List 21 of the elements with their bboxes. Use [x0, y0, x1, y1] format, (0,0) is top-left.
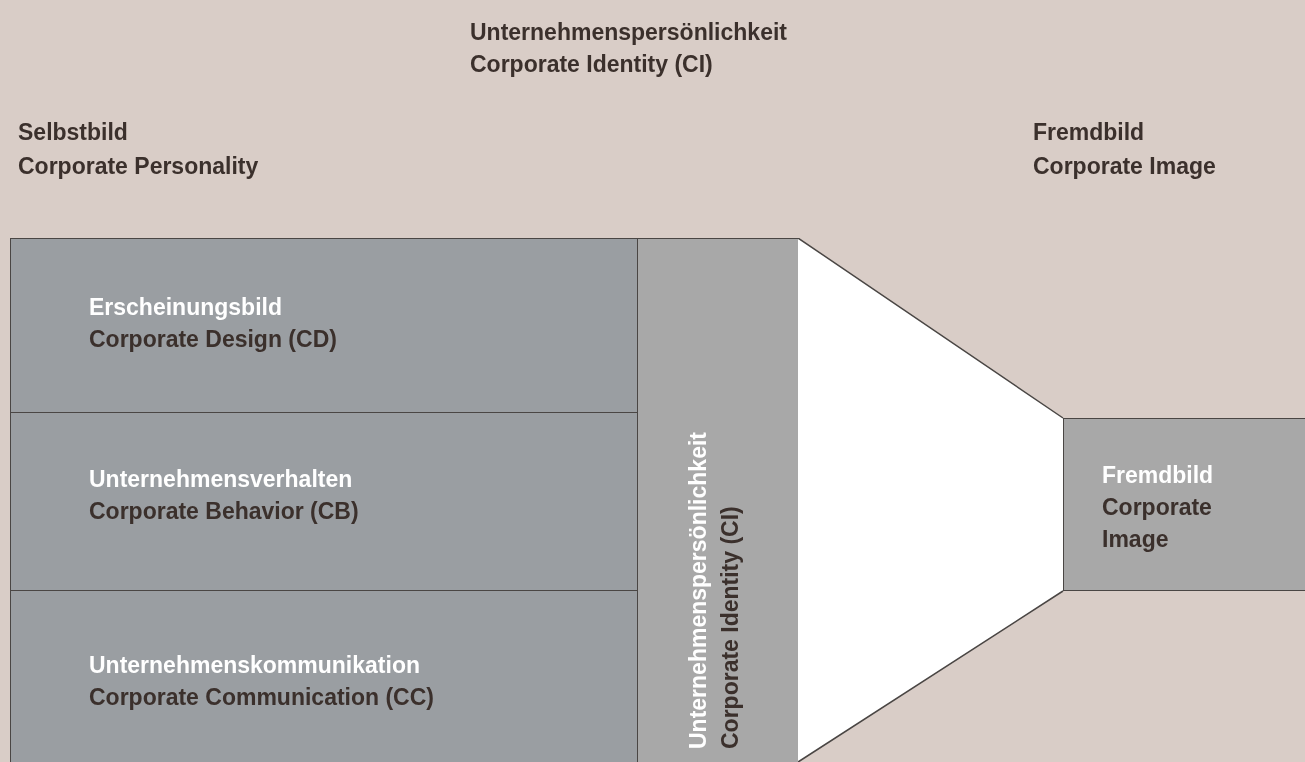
- german-term: Unternehmensverhalten: [89, 465, 354, 494]
- heading-text: Fremdbild: [1033, 118, 1145, 147]
- heading-text: Unternehmenspersönlichkeit: [470, 18, 787, 47]
- german-term: Unternehmenskommunikation: [89, 651, 421, 680]
- english-term: Corporate Identity (CI): [716, 505, 744, 749]
- english-term: Corporate Design (CD): [89, 325, 338, 354]
- heading-text: Corporate Personality: [18, 152, 259, 181]
- content-box: [10, 412, 638, 591]
- content-box: [10, 238, 638, 413]
- english-term: Corporate Communication (CC): [89, 683, 435, 712]
- content-box: [10, 590, 638, 762]
- identity-bar: [637, 238, 799, 762]
- german-term: Erscheinungsbild: [89, 293, 283, 322]
- english-term: Corporate Behavior (CB): [89, 497, 360, 526]
- heading-text: Corporate Identity (CI): [470, 50, 713, 79]
- german-term: Unternehmenspersönlichkeit: [684, 431, 712, 749]
- heading-text: Corporate Image: [1033, 152, 1216, 181]
- english-term: Corporate Image: [1102, 493, 1213, 554]
- heading-text: Selbstbild: [18, 118, 128, 147]
- german-term: Fremdbild: [1102, 461, 1215, 490]
- content-box: [1063, 418, 1305, 591]
